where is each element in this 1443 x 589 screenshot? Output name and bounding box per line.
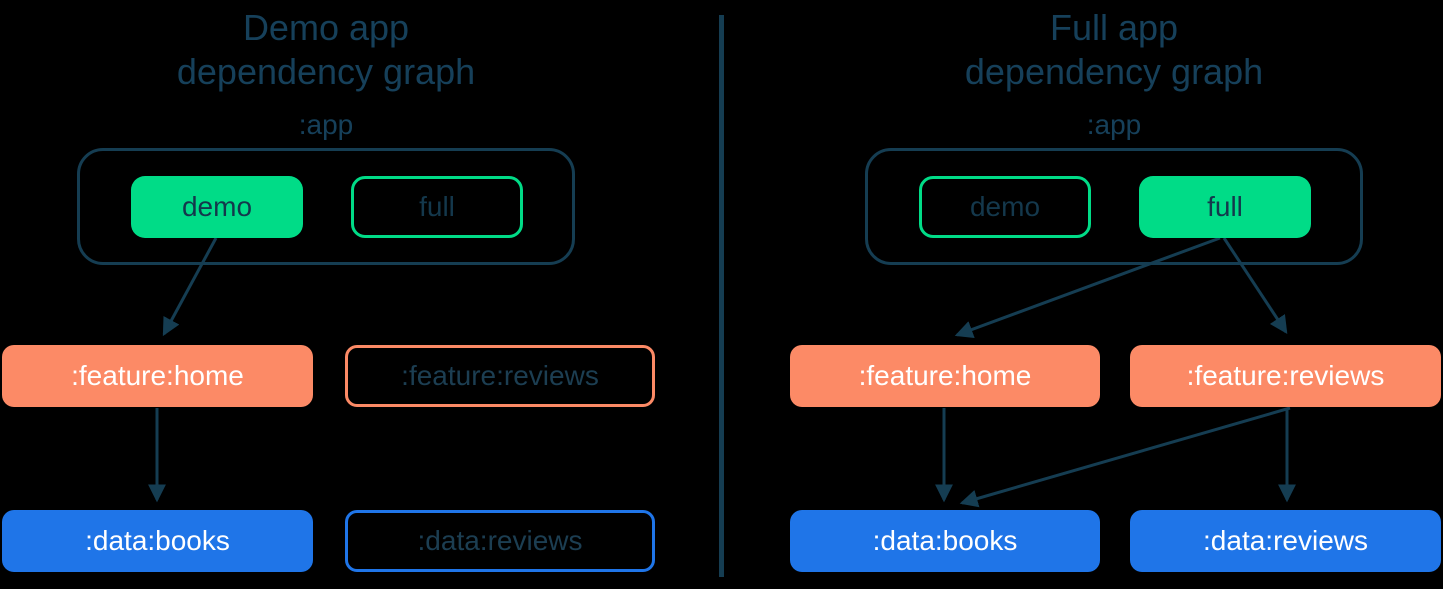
demo-node-data-reviews: :data:reviews — [345, 510, 655, 572]
full-panel-title-line2: dependency graph — [964, 51, 1264, 92]
demo-panel-title: Demo app dependency graph — [77, 6, 575, 94]
full-node-feature-reviews: :feature:reviews — [1130, 345, 1441, 407]
demo-app-module-box — [77, 148, 575, 265]
demo-panel-title-line2: dependency graph — [176, 51, 476, 92]
edge-feature-reviews-to-data-books — [959, 406, 1291, 508]
full-node-data-reviews: :data:reviews — [1130, 510, 1441, 572]
demo-node-data-books: :data:books — [2, 510, 313, 572]
demo-panel-title-line1: Demo app — [242, 7, 410, 48]
demo-node-feature-reviews: :feature:reviews — [345, 345, 655, 407]
full-node-data-books: :data:books — [790, 510, 1100, 572]
panel-divider — [719, 15, 724, 577]
demo-app-module-label: :app — [298, 109, 354, 140]
demo-variant-chip-full: full — [351, 176, 523, 238]
demo-variant-chip-demo: demo — [131, 176, 303, 238]
full-panel-title: Full app dependency graph — [865, 6, 1363, 94]
full-variant-chip-demo: demo — [919, 176, 1091, 238]
full-variant-chip-full: full — [1139, 176, 1311, 238]
full-app-module-box — [865, 148, 1363, 265]
full-node-feature-home: :feature:home — [790, 345, 1100, 407]
demo-node-feature-home: :feature:home — [2, 345, 313, 407]
full-app-module-label: :app — [1086, 109, 1142, 140]
full-panel-title-line1: Full app — [1049, 7, 1179, 48]
